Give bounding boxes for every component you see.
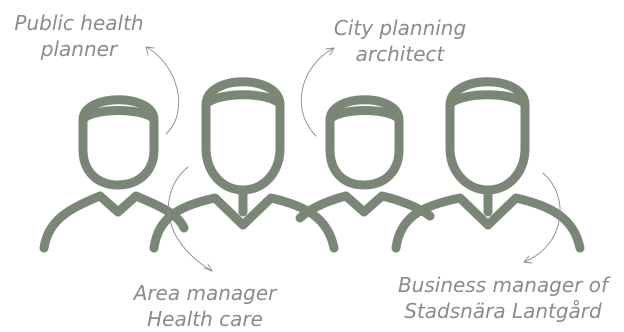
label-line: Business manager of [397,273,609,297]
arrow-public-health-planner [145,46,180,135]
label-line: Area manager [133,281,277,305]
label-line: Health care [147,307,263,331]
label-line: Public health [14,11,144,35]
label-line: City planning [333,16,467,40]
arrow-business-manager [523,172,561,264]
label-line: Stadsnära Lantgård [404,299,602,323]
label-line: planner [40,37,118,61]
label-business-manager: Business manager of Stadsnära Lantgård [393,272,613,324]
person-icon-business-manager [391,77,585,253]
label-line: architect [355,42,445,66]
label-city-planning-architect: City planning architect [330,15,470,67]
arrow-area-manager [168,166,213,272]
person-icon-city-planning-architect [295,95,435,223]
label-area-manager: Area manager Health care [126,280,284,332]
person-icon-area-manager [149,77,339,253]
arrow-city-planning-architect [300,47,335,137]
label-public-health-planner: Public health planner [11,10,147,62]
